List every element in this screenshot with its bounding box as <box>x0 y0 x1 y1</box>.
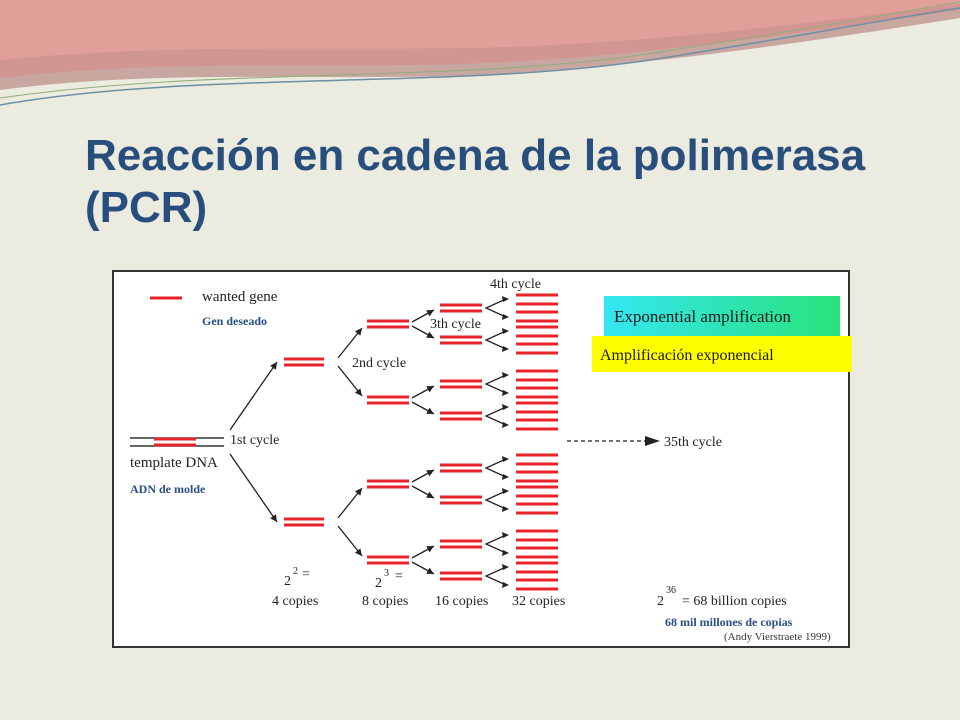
formula-2-base: 2 <box>284 574 291 589</box>
cycle4-split-head <box>502 474 509 480</box>
cycle3-arrow-head <box>426 331 434 338</box>
cycle4-split-head <box>502 296 509 302</box>
cycle3-arrow-head <box>426 491 434 498</box>
formula-2-eq: = <box>302 567 310 582</box>
formula-2-exp: 2 <box>293 566 298 577</box>
decorative-banner <box>0 0 960 106</box>
cycle2-arrow-head <box>354 488 362 496</box>
cycle4-split <box>484 566 507 586</box>
cycle2-arrow-head <box>354 328 362 336</box>
cycle3-arrow-head <box>426 567 434 574</box>
exponential-label: Exponential amplification <box>614 307 792 326</box>
cycle3-arrow-head <box>426 310 434 317</box>
cycle2-arrow-head <box>354 548 362 556</box>
formula-3-eq: = <box>395 569 403 584</box>
cycle4-split <box>484 534 507 554</box>
cycle4-split-head <box>502 346 509 352</box>
cycle-label-4: 4th cycle <box>490 277 541 292</box>
cycle4-split-head <box>502 390 509 396</box>
cycle-label-2: 2nd cycle <box>352 356 406 371</box>
formula-3-exp: 3 <box>384 568 389 579</box>
cycle4-split <box>484 458 507 478</box>
copies-32: 32 copies <box>512 594 565 609</box>
cycle4-split <box>484 406 507 426</box>
final-formula-base: 2 <box>657 594 664 609</box>
cycle3-arrow-head <box>426 470 434 477</box>
cycle-label-1: 1st cycle <box>230 433 279 448</box>
cycle1-arrow-up <box>229 361 278 431</box>
cycle4-split-head <box>502 532 509 538</box>
cycle4-split <box>484 490 507 510</box>
copies-8: 8 copies <box>362 594 408 609</box>
final-formula-exp: 36 <box>666 585 676 596</box>
exponential-translation: Amplificación exponencial <box>600 347 774 364</box>
cycle4-split-head <box>502 456 509 462</box>
cycle4-split <box>484 298 507 318</box>
cycle1-arrow-down <box>229 453 278 523</box>
page-title: Reacción en cadena de la polimerasa (PCR… <box>85 131 866 232</box>
cycle3-arrow-head <box>426 386 434 393</box>
cycle3-arrow-head <box>426 407 434 414</box>
cycle4-split <box>484 374 507 394</box>
cycle4-split-head <box>502 314 509 320</box>
exponential-translation-box <box>592 336 852 372</box>
final-cycle-label: 35th cycle <box>664 435 722 450</box>
pcr-diagram: wanted gene Gen deseado template DNA ADN… <box>112 270 852 648</box>
cycle4-split-head <box>502 564 509 570</box>
formula-3-base: 2 <box>375 576 382 591</box>
cycle4-split-head <box>502 582 509 588</box>
template-label: template DNA <box>130 455 218 471</box>
cycle4-split-head <box>502 328 509 334</box>
cycle1-arrow-down-head <box>270 514 277 522</box>
exponential-box <box>604 296 840 336</box>
dashed-arrow-head <box>645 436 660 446</box>
cycle4-split-head <box>502 422 509 428</box>
cycle4-split-head <box>502 488 509 494</box>
final-formula-text: = 68 billion copies <box>682 594 787 609</box>
cycle-label-3: 3th cycle <box>430 317 481 332</box>
copies-4: 4 copies <box>272 594 318 609</box>
template-translation: ADN de molde <box>130 482 206 496</box>
legend-translation: Gen deseado <box>202 314 267 328</box>
cycle4-split <box>484 330 507 350</box>
final-translation: 68 mil millones de copias <box>665 615 793 629</box>
copies-16: 16 copies <box>435 594 488 609</box>
cycle4-split-head <box>502 372 509 378</box>
legend-label: wanted gene <box>202 289 278 305</box>
cycle4-split-head <box>502 550 509 556</box>
cycle4-split-head <box>502 506 509 512</box>
cycle4-split-head <box>502 404 509 410</box>
credit: (Andy Vierstraete 1999) <box>724 631 831 643</box>
cycle3-arrow-head <box>426 546 434 553</box>
cycle1-arrow-up-head <box>270 362 277 370</box>
cycle2-arrow-head <box>354 388 362 396</box>
